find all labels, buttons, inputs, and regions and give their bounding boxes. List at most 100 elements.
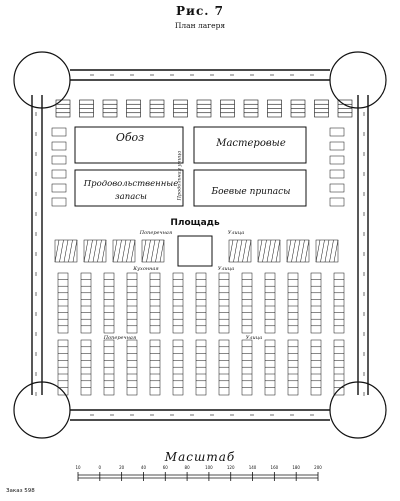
side-tent-right [329, 183, 345, 193]
side-tent-left [51, 155, 67, 165]
kitchen-hatch [83, 239, 89, 263]
kitchen-hatch [54, 239, 60, 263]
kitchen-hatch [246, 239, 252, 263]
square-label: Площадь [170, 218, 220, 228]
street-label-upper-right: Улица [227, 230, 245, 236]
tent-column-upper [264, 272, 276, 334]
tent-column-upper [287, 272, 299, 334]
kitchen-hatch [271, 239, 276, 263]
scale-tick-label: 200 [314, 465, 322, 470]
kitchen-block [141, 239, 165, 263]
zone-box-ammunition [193, 169, 307, 207]
scale-tick-label: 160 [270, 465, 279, 470]
street-label-upper-left: Поперечная [139, 230, 173, 236]
kitchen-hatch [155, 239, 160, 263]
scale-label: Масштаб [164, 450, 236, 464]
tent-columns [57, 272, 345, 396]
kitchen-hatch [141, 239, 147, 263]
corner-bastions [13, 51, 387, 439]
zone-label-train: Обоз [115, 131, 145, 144]
tent-column-lower [80, 339, 92, 396]
tent-column-upper [103, 272, 115, 334]
street-label-kitchen: Кухонная [133, 266, 159, 272]
tent-column-upper [126, 272, 138, 334]
side-tent-left [51, 197, 67, 207]
kitchen-hatch [242, 239, 247, 263]
kitchen-hatch [159, 239, 165, 263]
square-box [177, 235, 213, 267]
wall-vertical [31, 95, 369, 395]
tent-column-lower [126, 339, 138, 396]
tent-column-lower [333, 339, 345, 396]
side-tent-left [51, 141, 67, 151]
kitchen-block [54, 239, 78, 263]
kitchen-block [257, 239, 281, 263]
wall-horizontal [70, 69, 330, 421]
zone-label-provisions: Продовольственные запасы [83, 179, 179, 202]
kitchen-hatch [150, 239, 156, 263]
scale-tick-label: 60 [162, 465, 168, 470]
zone-label-ammunition: Боевые припасы [211, 187, 291, 197]
kitchen-hatch [237, 239, 243, 263]
tent-column-lower [57, 339, 69, 396]
kitchen-block [315, 239, 339, 263]
scale-tick-label: 0 [98, 465, 102, 470]
scale-tick-label: 10 [75, 465, 81, 470]
bastion-0 [13, 51, 71, 109]
tent-column-lower [103, 339, 115, 396]
zone-boxes [74, 126, 307, 267]
kitchen-hatch [130, 239, 136, 263]
tent-column-lower [195, 339, 207, 396]
tent-column-upper [80, 272, 92, 334]
tent-column-lower [149, 339, 161, 396]
street-label-longitudinal: Продольная улица [176, 150, 183, 201]
kitchen-hatch [300, 239, 305, 263]
scale-bar [77, 472, 319, 481]
kitchen-hatch [126, 239, 131, 263]
tent-column-lower [172, 339, 184, 396]
figure-number: Рис. 7 [176, 4, 224, 18]
scale-tick-label: 20 [119, 465, 125, 470]
street-label-middle-right: Улица [217, 266, 235, 272]
street-label-lower-left: Поперечная [103, 335, 137, 341]
kitchen-block [286, 239, 310, 263]
kitchen-hatch [304, 239, 310, 263]
tent-column-upper [172, 272, 184, 334]
figure-caption: План лагеря [174, 21, 226, 30]
side-tent-right [329, 197, 345, 207]
side-tent-right [329, 127, 345, 137]
kitchen-hatch [257, 239, 263, 263]
kitchen-hatch [228, 239, 234, 263]
kitchen-hatch [233, 239, 238, 263]
bastion-1 [329, 51, 387, 109]
kitchen-hatch [286, 239, 292, 263]
side-tent-rows [51, 127, 345, 207]
kitchen-hatch [112, 239, 118, 263]
tent-column-lower [241, 339, 253, 396]
kitchen-hatch [295, 239, 301, 263]
kitchen-block [228, 239, 252, 263]
tent-column-lower [218, 339, 230, 396]
scale-tick-label: 120 [226, 465, 235, 470]
tent-column-lower [287, 339, 299, 396]
kitchen-hatch [121, 239, 127, 263]
zone-box-provisions [74, 169, 184, 207]
kitchen-hatch [88, 239, 93, 263]
kitchen-hatch [146, 239, 151, 263]
tent-column-lower [264, 339, 276, 396]
side-tent-right [329, 155, 345, 165]
kitchen-hatch [266, 239, 272, 263]
kitchen-hatch [92, 239, 98, 263]
kitchen-blocks [54, 239, 339, 263]
scale-tick-label: 140 [248, 465, 257, 470]
kitchen-hatch [291, 239, 296, 263]
kitchen-hatch [117, 239, 122, 263]
bastion-2 [13, 381, 71, 439]
rampart-hatching [35, 74, 365, 416]
side-tent-left [51, 127, 67, 137]
kitchen-hatch [324, 239, 330, 263]
tent-column-upper [195, 272, 207, 334]
street-label-lower-right: Улица [245, 335, 263, 341]
kitchen-hatch [275, 239, 281, 263]
